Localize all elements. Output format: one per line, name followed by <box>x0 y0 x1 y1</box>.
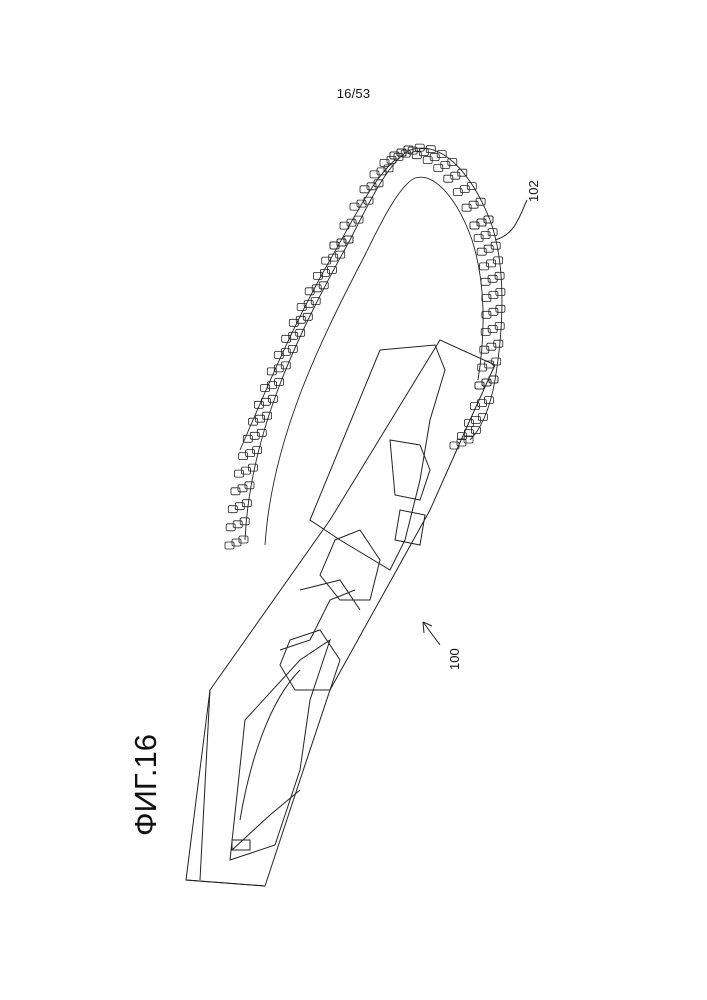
device-body <box>186 340 495 886</box>
arrow-100 <box>423 622 440 645</box>
reference-numeral-100: 100 <box>447 648 462 670</box>
figure-label: ФИГ.16 <box>128 734 164 836</box>
segmented-chain <box>240 148 502 545</box>
reference-numeral-102: 102 <box>526 180 541 202</box>
leader-line-102 <box>495 200 527 240</box>
chain-links <box>225 144 505 549</box>
housing <box>280 345 445 690</box>
